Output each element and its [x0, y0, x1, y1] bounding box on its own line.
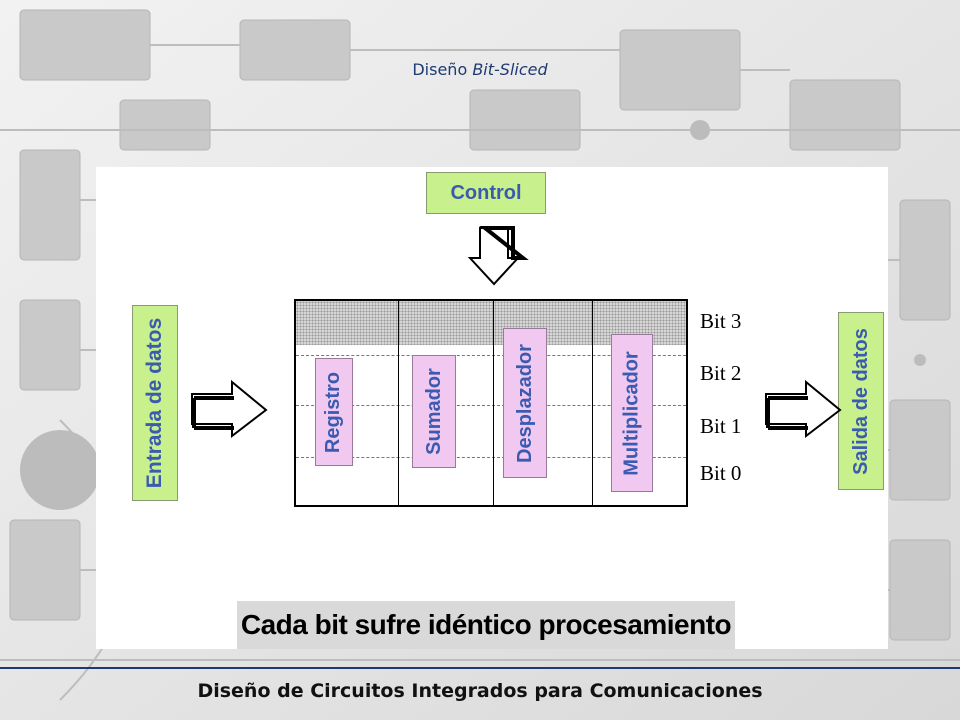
unit-multiplicador-label: Multiplicador: [620, 350, 643, 476]
control-box: Control: [426, 172, 546, 214]
grid-column-divider: [493, 301, 494, 505]
data-output-box: Salida de datos: [838, 312, 884, 490]
slide-title-prefix: Diseño: [412, 60, 473, 79]
slide-title-italic: Bit-Sliced: [472, 60, 548, 79]
slide-title: Diseño Bit-Sliced: [0, 60, 960, 79]
unit-desplazador-box: Desplazador: [503, 328, 547, 478]
bit-1-label: Bit 1: [700, 414, 742, 438]
unit-desplazador-label: Desplazador: [513, 343, 536, 463]
grid-row-divider: [296, 405, 686, 406]
bit-3-label: Bit 3: [700, 309, 742, 333]
unit-sumador-label: Sumador: [422, 368, 445, 455]
bit-slice-grid: [294, 299, 688, 507]
grid-shaded-row: [296, 301, 686, 345]
unit-sumador-box: Sumador: [412, 355, 456, 468]
unit-multiplicador-box: Multiplicador: [611, 334, 653, 492]
unit-registro-label: Registro: [322, 371, 345, 453]
footer-title: Diseño de Circuitos Integrados para Comu…: [197, 680, 763, 702]
input-right-arrow: [191, 379, 268, 439]
grid-column-divider: [592, 301, 593, 505]
data-output-label: Salida de datos: [849, 327, 872, 475]
bit-2-label: Bit 2: [700, 361, 742, 385]
data-input-label: Entrada de datos: [143, 317, 166, 489]
output-right-arrow: [765, 379, 842, 439]
grid-row-divider: [296, 355, 686, 356]
control-label: Control: [450, 181, 522, 204]
control-down-arrow: [467, 226, 529, 286]
caption-text: Cada bit sufre idéntico procesamiento: [240, 609, 732, 640]
grid-column-divider: [398, 301, 399, 505]
unit-registro-box: Registro: [315, 358, 353, 466]
footer-divider: [0, 667, 960, 669]
grid-row-divider: [296, 457, 686, 458]
bit-0-label: Bit 0: [700, 461, 742, 485]
data-input-box: Entrada de datos: [132, 305, 178, 501]
caption-box: Cada bit sufre idéntico procesamiento: [237, 601, 735, 649]
